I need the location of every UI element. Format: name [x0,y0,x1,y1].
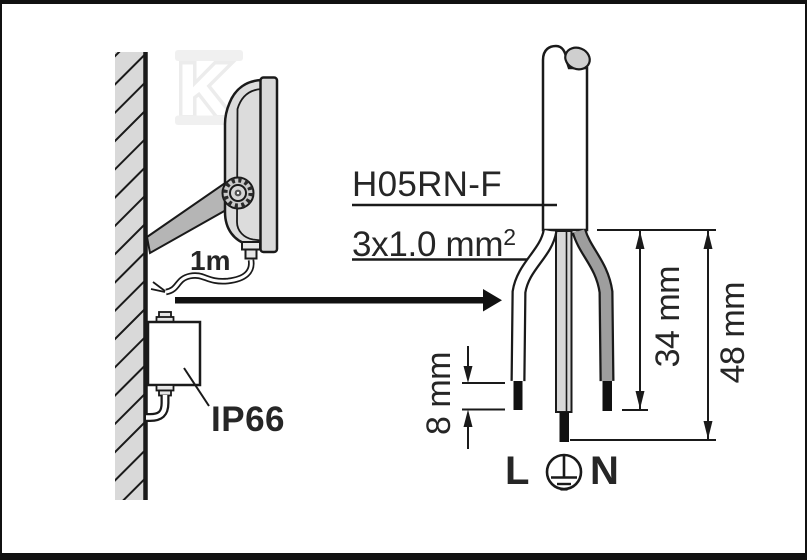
floodlight [221,76,279,260]
dimension-48mm [570,231,716,441]
cable-size-text: 3x1.0 mm [352,225,504,264]
earth-wire-length-label: 48 mm [714,282,752,384]
cable-sheath [541,44,591,232]
cable-type-label: H05RN-F [352,165,502,204]
earth-symbol-icon [545,453,583,491]
floodlight-cable-gland [241,241,261,260]
floodlight-front-panel [259,76,279,254]
wire-neutral-stripped-tip [602,381,612,411]
dimension-8mm [462,346,505,449]
ip66-leader-line [183,367,210,407]
watermark-logo: K [174,47,243,135]
sheath-cut-end [564,46,591,71]
dimension-34mm [597,229,716,411]
cable-stripped-ends [150,281,166,293]
cable-size-superscript: 2 [503,224,517,250]
floodlight-body [223,78,263,248]
cable-size-label: 3x1.0 mm2 [352,224,517,264]
wall-hatch [115,52,144,500]
floodlight-body-contour [236,88,262,242]
flow-arrow [175,289,502,312]
hinge-knob [221,176,255,210]
junction-box-body [146,320,202,387]
ip-rating-label: IP66 [211,400,285,439]
wire-live [510,229,558,410]
wire-live-stripped-tip [513,381,523,410]
wire-earth-stripped-tip [559,412,569,442]
strip-length-label: 8 mm [420,352,458,435]
junction-box [146,311,210,422]
outer-wires-length-label: 34 mm [649,266,687,368]
terminal-neutral-label: N [590,449,619,493]
connection-cable [150,259,255,296]
terminal-live-label: L [505,449,530,493]
wire-earth [555,230,573,442]
wire-neutral [571,228,615,411]
cable-length-label: 1m [190,245,231,276]
wall [115,52,148,500]
